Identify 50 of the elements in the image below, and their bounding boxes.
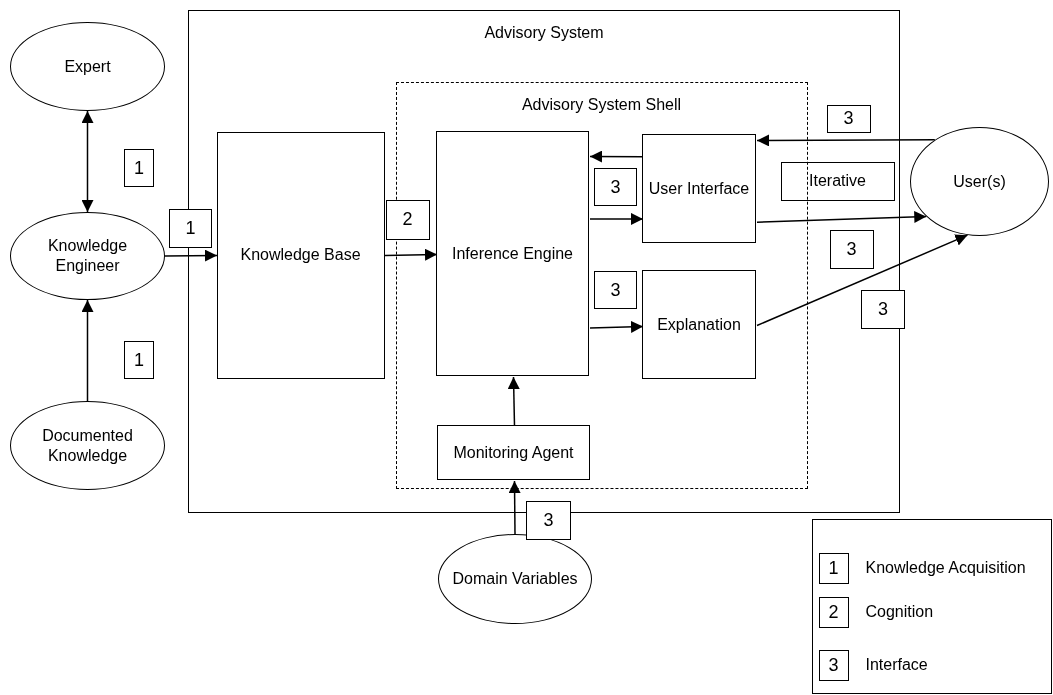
node-label: Knowledge Base <box>240 245 361 265</box>
number-badge: 3 <box>829 229 874 269</box>
arrow <box>384 248 438 261</box>
container-title: Advisory System Shell <box>521 94 682 115</box>
number-badge: 3 <box>594 271 637 309</box>
number-badge: 1 <box>124 341 154 379</box>
ellipse-node <box>10 22 165 111</box>
container-title: Advisory System <box>484 23 604 43</box>
process-box <box>642 270 756 379</box>
node-label: Expert <box>63 56 112 77</box>
arrow <box>756 210 927 223</box>
arrow <box>81 110 94 213</box>
process-box <box>437 425 590 480</box>
node-label: Documented Knowledge <box>41 425 134 466</box>
number-badge: 1 <box>169 209 212 248</box>
legend-text: Knowledge Acquisition <box>865 558 1027 578</box>
number-badge: 2 <box>385 199 430 240</box>
process-box <box>780 161 895 201</box>
node-label: User Interface <box>648 178 750 199</box>
node-label: Domain Variables <box>451 569 579 589</box>
arrow <box>81 299 94 402</box>
node-label: Monitoring Agent <box>453 442 574 463</box>
node-label: User(s) <box>952 171 1007 192</box>
arrow <box>589 150 644 163</box>
number-badge: 3 <box>826 104 871 133</box>
number-badge: 3 <box>861 290 905 329</box>
node-label: Iterative <box>809 171 866 191</box>
arrow <box>589 212 644 225</box>
dashed-container <box>395 81 808 489</box>
arrow <box>756 234 969 327</box>
number-badge: 3 <box>594 168 637 206</box>
legend-text: Interface <box>865 655 929 675</box>
process-box <box>642 134 756 243</box>
arrow <box>164 249 218 262</box>
arrow <box>589 320 644 333</box>
node-label: Inference Engine <box>452 243 573 264</box>
process-box <box>436 131 589 376</box>
node-label: Knowledge Engineer <box>46 236 129 276</box>
arrow <box>756 134 936 147</box>
ellipse-node <box>10 401 165 490</box>
number-badge: 1 <box>124 149 154 187</box>
system-container <box>188 10 900 513</box>
number-badge: 3 <box>526 501 571 540</box>
legend-panel <box>812 519 1052 694</box>
arrow <box>508 480 521 535</box>
process-box <box>216 131 385 379</box>
node-label: Explanation <box>657 314 741 335</box>
ellipse-node <box>910 127 1049 236</box>
legend-text: Cognition <box>865 602 935 622</box>
arrow <box>507 376 520 427</box>
